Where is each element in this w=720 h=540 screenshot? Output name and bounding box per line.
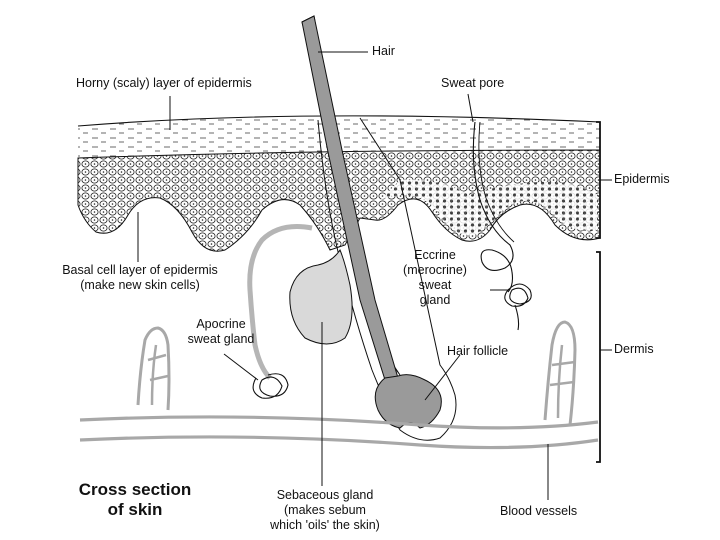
blood-vessel-left-inner xyxy=(147,344,169,406)
title-line2: of skin xyxy=(107,500,163,519)
blood-vessel-right-inner xyxy=(549,344,576,419)
label-sebaceous-line2: (makes sebum xyxy=(284,503,366,517)
label-basal-line2: (make new skin cells) xyxy=(80,278,200,292)
eccrine-duct-inner xyxy=(478,121,515,243)
leader-apocrine xyxy=(223,353,259,381)
label-sebaceous-line1: Sebaceous gland xyxy=(276,488,374,502)
dermis-bracket xyxy=(596,251,601,463)
label-eccrine-line1: Eccrine xyxy=(414,248,456,262)
label-apocrine-gland: Apocrine sweat gland xyxy=(176,317,266,347)
label-blood-vessels: Blood vessels xyxy=(500,504,578,518)
label-dermis: Dermis xyxy=(614,342,654,356)
label-sebaceous-line3: which 'oils' the skin) xyxy=(270,518,380,532)
label-apocrine-line1: Apocrine xyxy=(196,317,246,331)
title-line1: Cross section xyxy=(78,480,192,499)
label-basal-line1: Basal cell layer of epidermis xyxy=(62,263,218,277)
label-sweat-pore: Sweat pore xyxy=(441,76,505,90)
label-hair: Hair xyxy=(372,44,395,58)
leader-sweat-pore xyxy=(467,93,474,123)
basal-dense-band xyxy=(380,179,598,236)
label-eccrine-line2: (merocrine) xyxy=(403,263,467,277)
eccrine-duct xyxy=(472,121,514,293)
label-hair-follicle: Hair follicle xyxy=(447,344,509,358)
label-apocrine-line2: sweat gland xyxy=(187,332,255,346)
label-basal-cell-layer: Basal cell layer of epidermis (make new … xyxy=(50,263,230,293)
blood-vessel-left xyxy=(136,326,171,411)
apocrine-duct xyxy=(247,224,313,380)
blood-vessel-horizontal-2 xyxy=(79,435,599,450)
label-eccrine-gland: Eccrine (merocrine) sweat gland xyxy=(390,248,480,308)
eccrine-coil xyxy=(504,283,532,331)
label-sebaceous-gland: Sebaceous gland (makes sebum which 'oils… xyxy=(250,488,400,533)
label-eccrine-line4: gland xyxy=(419,293,451,307)
hair-bulb xyxy=(374,374,442,429)
skin-surface-line xyxy=(77,115,601,127)
label-eccrine-line3: sweat xyxy=(418,278,452,292)
leader-hair-follicle xyxy=(424,354,461,401)
sebaceous-gland xyxy=(289,248,353,345)
label-horny-layer: Horny (scaly) layer of epidermis xyxy=(76,76,252,90)
blood-vessel-horizontal-1 xyxy=(79,415,599,430)
blood-vessel-right xyxy=(543,320,577,426)
diagram-title: Cross section of skin xyxy=(60,480,210,520)
apocrine-coil xyxy=(252,373,289,399)
label-epidermis: Epidermis xyxy=(614,172,670,186)
